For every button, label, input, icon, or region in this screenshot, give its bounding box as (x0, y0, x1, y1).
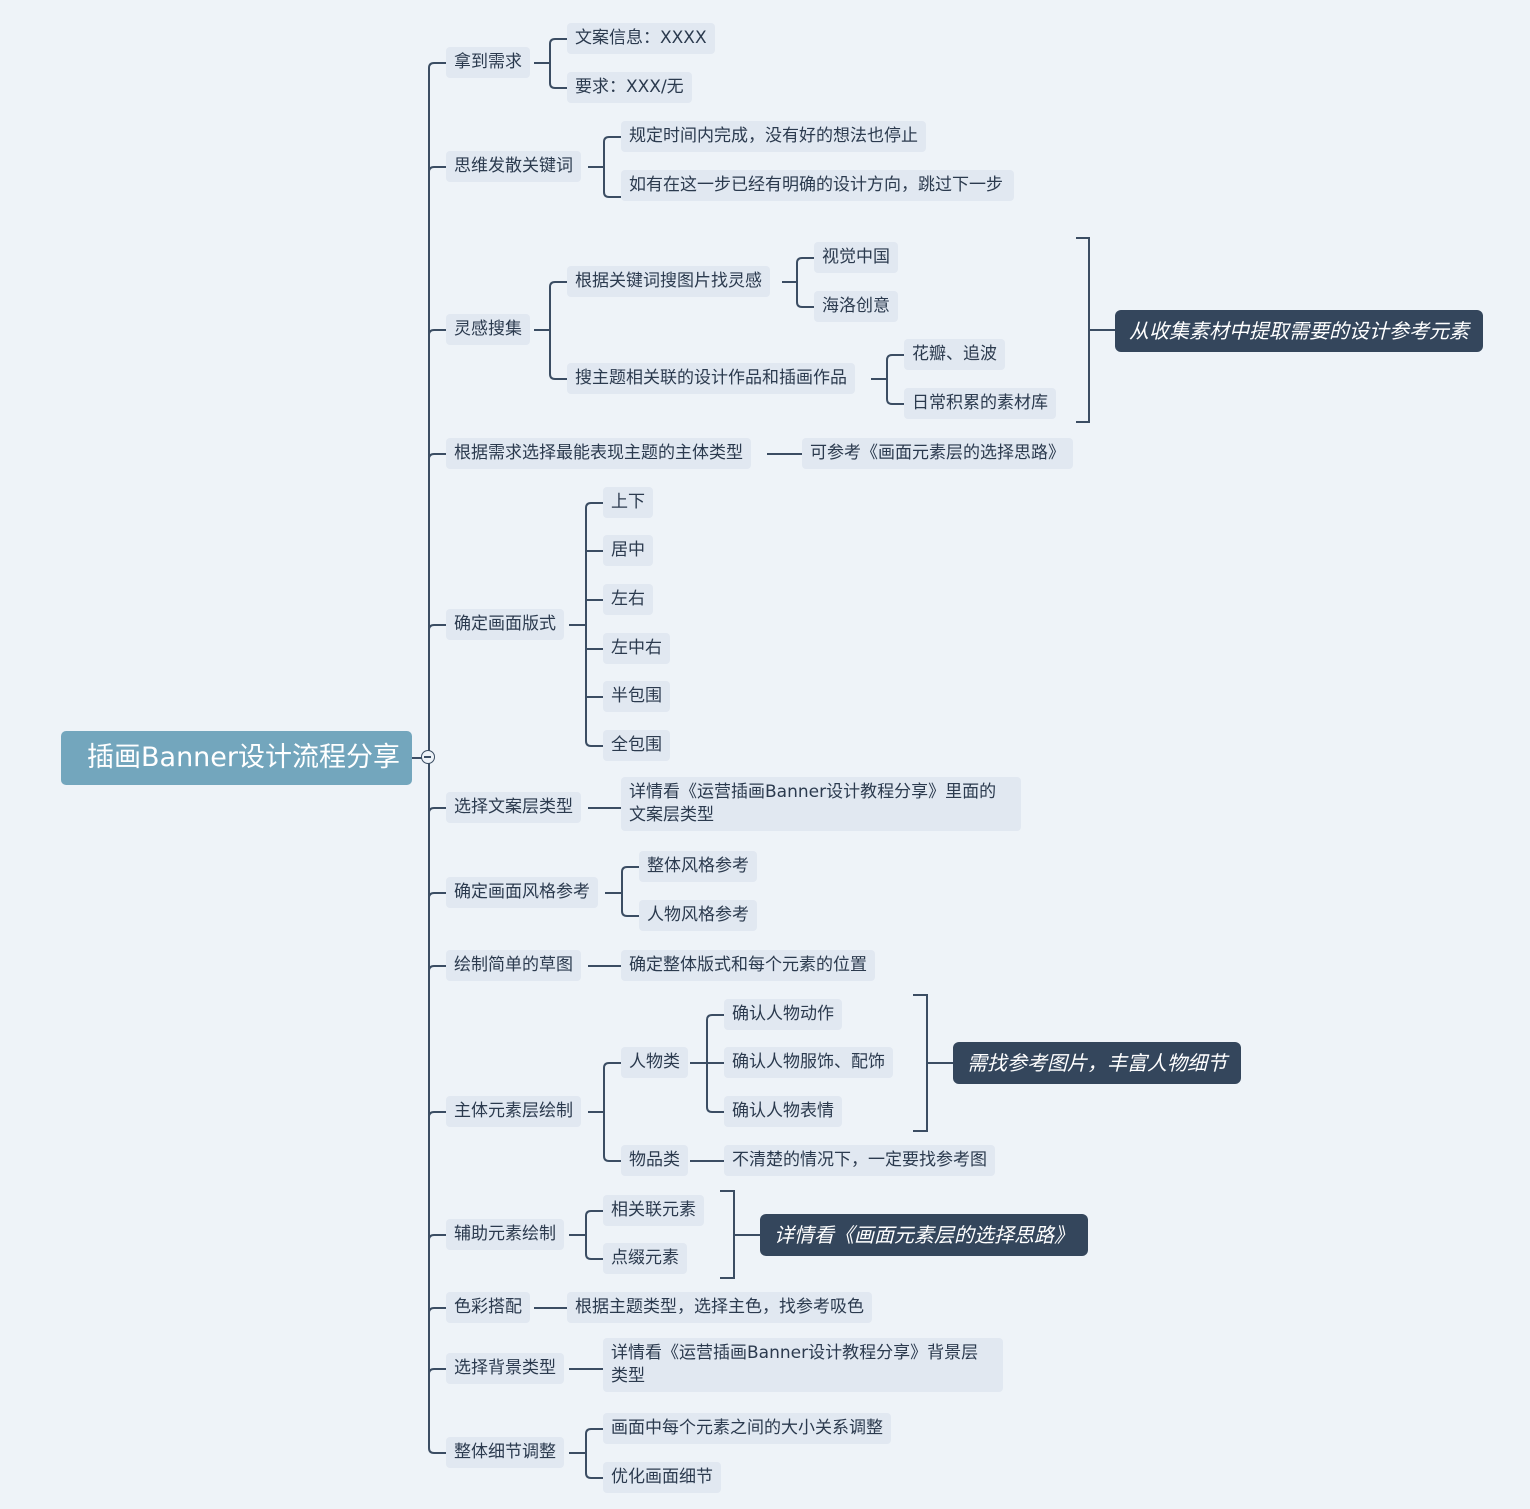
leaf-node[interactable]: 上下 (603, 487, 653, 518)
root-topic[interactable]: 插画Banner设计流程分享 (61, 731, 412, 785)
leaf-node[interactable]: 左右 (603, 584, 653, 615)
leaf-node[interactable]: 花瓣、追波 (904, 339, 1005, 370)
branch-node[interactable]: 选择背景类型 (446, 1353, 564, 1384)
leaf-node[interactable]: 文案信息：XXXX (567, 23, 715, 54)
branch-node[interactable]: 灵感搜集 (446, 314, 530, 345)
leaf-node[interactable]: 居中 (603, 535, 653, 566)
branch-node[interactable]: 思维发散关键词 (446, 151, 581, 182)
leaf-node[interactable]: 确认人物表情 (724, 1096, 842, 1127)
leaf-node[interactable]: 搜主题相关联的设计作品和插画作品 (567, 363, 855, 394)
leaf-node[interactable]: 海洛创意 (814, 291, 898, 322)
branch-node[interactable]: 拿到需求 (446, 47, 530, 78)
branch-node[interactable]: 根据需求选择最能表现主题的主体类型 (446, 438, 751, 469)
summary-callout[interactable]: 需找参考图片，丰富人物细节 (953, 1042, 1241, 1084)
summary-callout[interactable]: 详情看《画面元素层的选择思路》 (760, 1214, 1088, 1256)
branch-node[interactable]: 主体元素层绘制 (446, 1096, 581, 1127)
leaf-node[interactable]: 如有在这一步已经有明确的设计方向，跳过下一步 (621, 170, 1014, 201)
leaf-node[interactable]: 确定整体版式和每个元素的位置 (621, 950, 875, 981)
leaf-node[interactable]: 不清楚的情况下，一定要找参考图 (724, 1145, 995, 1176)
leaf-node[interactable]: 日常积累的素材库 (904, 388, 1056, 419)
branch-node[interactable]: 色彩搭配 (446, 1292, 530, 1323)
leaf-node[interactable]: 相关联元素 (603, 1195, 704, 1226)
leaf-node[interactable]: 物品类 (621, 1145, 688, 1176)
leaf-node[interactable]: 人物类 (621, 1047, 688, 1078)
leaf-node[interactable]: 可参考《画面元素层的选择思路》 (802, 438, 1073, 469)
leaf-node[interactable]: 优化画面细节 (603, 1462, 721, 1493)
branch-node[interactable]: 选择文案层类型 (446, 792, 581, 823)
leaf-node[interactable]: 要求：XXX/无 (567, 72, 692, 103)
leaf-node[interactable]: 确认人物动作 (724, 999, 842, 1030)
leaf-node[interactable]: 点缀元素 (603, 1243, 687, 1274)
summary-callout[interactable]: 从收集素材中提取需要的设计参考元素 (1115, 310, 1483, 352)
leaf-node[interactable]: 半包围 (603, 681, 670, 712)
branch-node[interactable]: 确定画面风格参考 (446, 877, 598, 908)
leaf-node[interactable]: 全包围 (603, 730, 670, 761)
leaf-node[interactable]: 人物风格参考 (639, 900, 757, 931)
leaf-node[interactable]: 视觉中国 (814, 242, 898, 273)
branch-node[interactable]: 绘制简单的草图 (446, 950, 581, 981)
leaf-node[interactable]: 确认人物服饰、配饰 (724, 1047, 893, 1078)
leaf-node[interactable]: 左中右 (603, 633, 670, 664)
leaf-node[interactable]: 详情看《运营插画Banner设计教程分享》里面的文案层类型 (621, 777, 1021, 831)
branch-node[interactable]: 确定画面版式 (446, 609, 564, 640)
leaf-node[interactable]: 整体风格参考 (639, 851, 757, 882)
collapse-toggle-icon[interactable] (421, 750, 435, 764)
branch-node[interactable]: 辅助元素绘制 (446, 1219, 564, 1250)
leaf-node[interactable]: 规定时间内完成，没有好的想法也停止 (621, 121, 926, 152)
leaf-node[interactable]: 根据关键词搜图片找灵感 (567, 266, 770, 297)
leaf-node[interactable]: 详情看《运营插画Banner设计教程分享》背景层类型 (603, 1338, 1003, 1392)
branch-node[interactable]: 整体细节调整 (446, 1437, 564, 1468)
leaf-node[interactable]: 根据主题类型，选择主色，找参考吸色 (567, 1292, 872, 1323)
leaf-node[interactable]: 画面中每个元素之间的大小关系调整 (603, 1413, 891, 1444)
